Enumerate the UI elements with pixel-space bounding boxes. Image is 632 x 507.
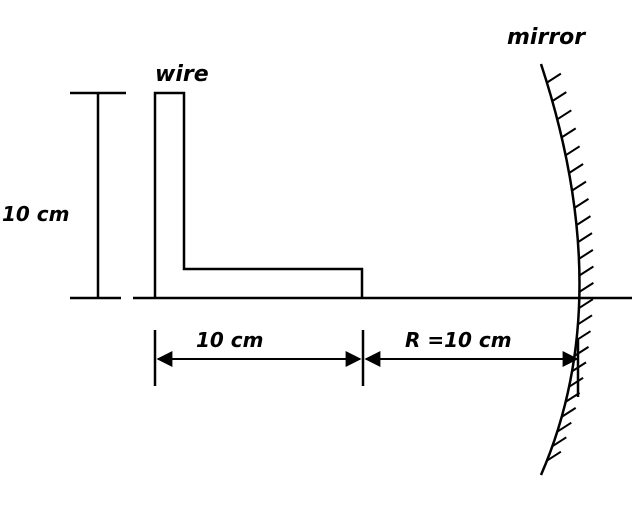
height-label: 10 cm [2,202,70,226]
mirror-hatch-mark [565,392,581,403]
l-shaped-wire [153,91,364,298]
mirror-hatch-mark [556,421,572,433]
radius-label: R =10 cm [405,328,512,352]
mirror-hatch-mark [571,361,587,373]
mirror-hatch-mark [573,198,590,209]
mirror-hatch-mark [546,450,562,462]
mirror-hatch-mark [561,127,577,139]
width-label: 10 cm [196,328,264,352]
mirror-hatch-mark [568,163,584,174]
mirror-hatch-mark [575,215,592,226]
mirror-hatch-mark [571,180,587,192]
mirror-hatch-mark [577,314,593,326]
mirror-hatch-mark [568,376,584,388]
wire-label: wire [155,62,209,87]
mirror-hatch-mark [565,145,581,157]
mirror-hatch-mark [573,346,590,357]
mirror-hatch-mark [577,232,593,243]
mirror-label: mirror [507,25,586,50]
mirror-hatch-mark [575,330,592,342]
mirror-hatch-mark [578,249,594,260]
mirror-hatch-mark [561,407,577,418]
mirror-hatch-mark [578,265,594,277]
mirror-hatch-mark [578,298,594,310]
mirror-hatch-mark [551,436,567,448]
mirror-hatch-mark [551,91,567,102]
mirror-hatch-mark [556,109,572,121]
concave-mirror-curve [539,63,581,476]
mirror-hatch-mark [546,72,562,84]
mirror-hatching [546,72,594,462]
mirror-hatch-mark [578,282,594,293]
